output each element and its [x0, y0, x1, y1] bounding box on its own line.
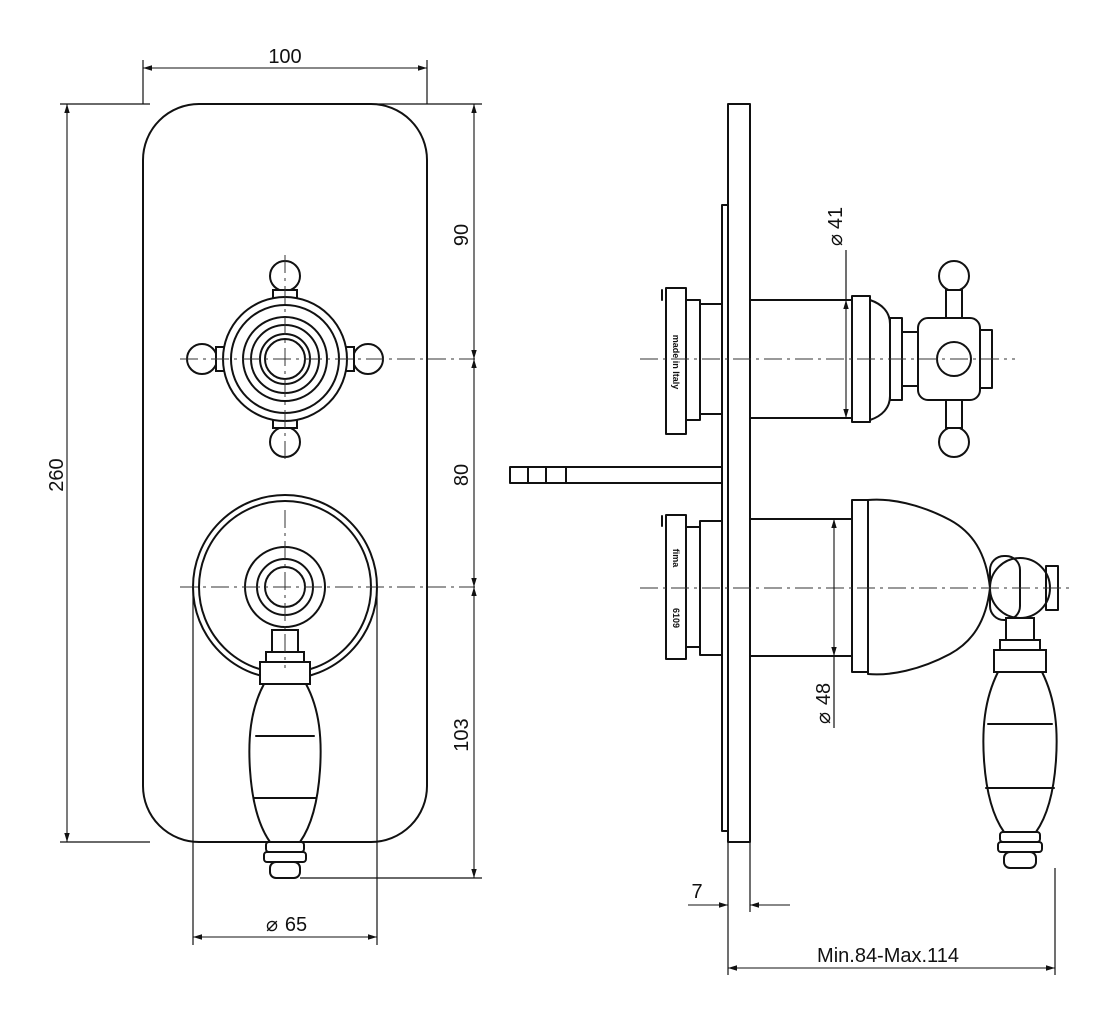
spindle-rod — [509, 466, 723, 484]
cross-handle-diameter-label: 41 — [825, 207, 847, 229]
lower-brand-engraving: fima — [671, 549, 681, 569]
plate-thickness-label: 7 — [691, 881, 702, 903]
plate-height-label: 260 — [46, 458, 68, 491]
lower-offset-label: 103 — [451, 718, 473, 751]
escutcheon-diameter-label: 65 — [285, 914, 307, 936]
mid-spacing-label: 80 — [451, 464, 473, 486]
side-view: made in Italy fima 6109 — [509, 103, 1070, 975]
wall-plate-side — [727, 103, 751, 843]
diameter-symbol-lower: ⌀ — [813, 712, 835, 724]
upper-cartridge: made in Italy — [661, 260, 993, 458]
lever-body-diameter-label: 48 — [813, 683, 835, 705]
plate-width-label: 100 — [268, 46, 301, 68]
depth-range-label: Min.84-Max.114 — [817, 945, 959, 967]
lower-code-engraving: 6109 — [671, 608, 681, 628]
upper-offset-label: 90 — [451, 224, 473, 246]
upper-engraving: made in Italy — [671, 335, 681, 390]
diameter-symbol-upper: ⌀ — [825, 234, 847, 246]
front-view: 100 260 90 80 103 ⌀ 65 — [46, 46, 482, 945]
diameter-symbol: ⌀ — [266, 914, 278, 936]
